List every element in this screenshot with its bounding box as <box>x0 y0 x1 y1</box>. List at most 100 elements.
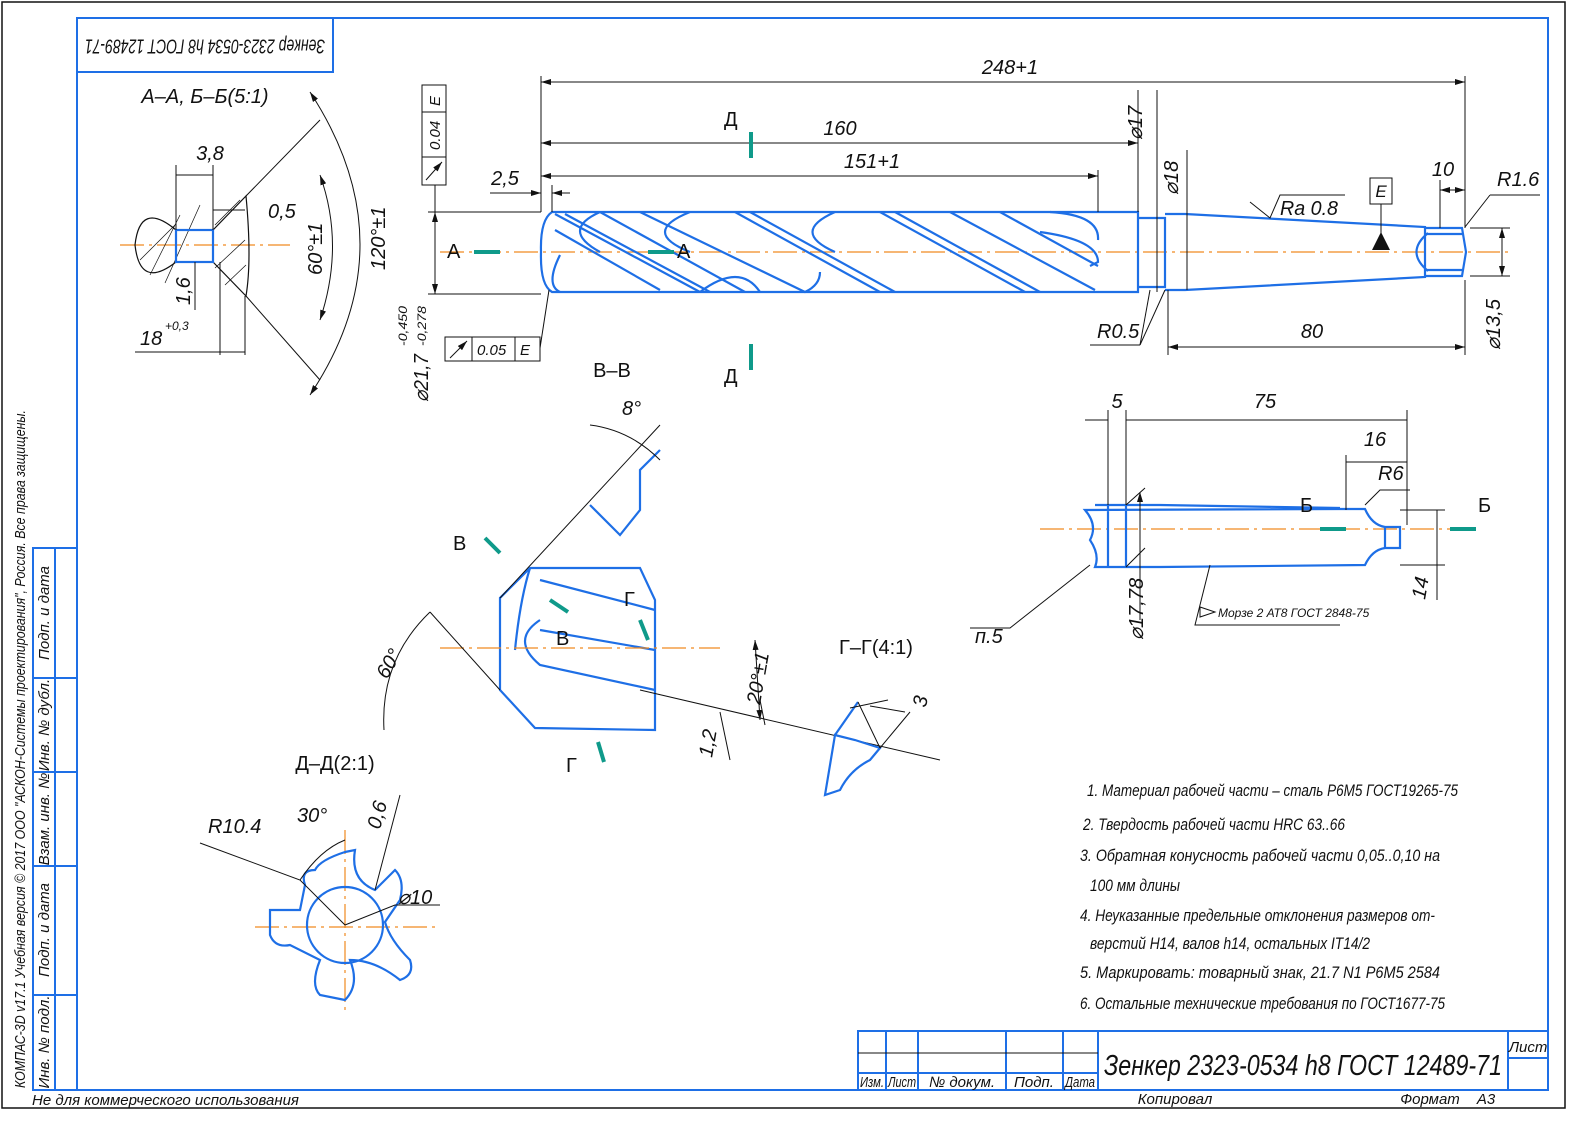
title-block: Изм. Лист № докум. Подп. Дата Зенкер 232… <box>857 1030 1549 1108</box>
dim-d217-upper: -0,450 <box>396 306 410 346</box>
section-gg-view: Г–Г(4:1) 3 <box>823 637 933 797</box>
svg-text:Дата: Дата <box>1063 1074 1095 1091</box>
svg-text:3,8: 3,8 <box>196 143 224 165</box>
svg-text:⌀10: ⌀10 <box>398 887 432 909</box>
svg-text:п.5: п.5 <box>975 626 1004 648</box>
svg-text:Г: Г <box>566 755 577 777</box>
copyright-notice: КОМПАС-3D v17.1 Учебная версия © 2017 ОО… <box>12 410 29 1088</box>
svg-text:20°±1: 20°±1 <box>743 650 774 706</box>
svg-text:Д–Д(2:1): Д–Д(2:1) <box>295 753 374 775</box>
svg-text:100 мм длины: 100 мм длины <box>1090 876 1180 895</box>
svg-text:Д: Д <box>724 109 738 131</box>
svg-text:R6: R6 <box>1378 463 1404 485</box>
dim-r05: R0.5 <box>1097 321 1140 343</box>
dim-flute-length: 151+1 <box>844 151 900 173</box>
svg-text:+0,3: +0,3 <box>165 319 189 333</box>
svg-text:0.04: 0.04 <box>427 121 444 150</box>
svg-text:Д: Д <box>724 366 738 388</box>
svg-text:Формат: Формат <box>1400 1091 1460 1108</box>
section-aa-view: А–А, Б–Б(5:1) 3,8 0,5 60°±1 120°±1 1,6 1… <box>120 86 390 396</box>
shank-view: 5 75 16 R6 ⌀17,78 14 Б Б п.5 Морзе 2 АТ8… <box>970 391 1491 648</box>
svg-text:5. Маркировать: товарный знак,: 5. Маркировать: товарный знак, 21.7 N1 Р… <box>1080 963 1440 982</box>
svg-text:Лист: Лист <box>887 1074 916 1091</box>
svg-text:Лист: Лист <box>1508 1039 1548 1056</box>
dim-d135: ⌀13,5 <box>1483 298 1505 350</box>
svg-text:Взам. инв. №: Взам. инв. № <box>36 773 53 866</box>
svg-text:Морзе 2 АТ8 ГОСТ 2848-75: Морзе 2 АТ8 ГОСТ 2848-75 <box>1218 606 1370 620</box>
dim-d217: ⌀21,7 <box>411 353 433 402</box>
dim-r16: R1.6 <box>1497 169 1540 191</box>
stamp-text: Зенкер 2323-0534 h8 ГОСТ 12489-71 <box>85 35 325 57</box>
svg-text:E: E <box>520 342 531 359</box>
svg-text:В: В <box>453 533 466 555</box>
svg-text:В: В <box>556 628 569 650</box>
section-aa-title: А–А, Б–Б(5:1) <box>140 86 268 108</box>
svg-text:Изм.: Изм. <box>860 1074 884 1091</box>
dim-d217-lower: -0,278 <box>415 306 429 346</box>
svg-text:верстий H14, валов h14, осталь: верстий H14, валов h14, остальных IT14/2 <box>1090 934 1370 953</box>
svg-text:1. Материал рабочей части – ст: 1. Материал рабочей части – сталь Р6М5 Г… <box>1087 781 1458 800</box>
svg-text:Подп. и дата: Подп. и дата <box>36 566 53 660</box>
shank <box>1165 212 1427 292</box>
svg-text:Б: Б <box>1478 495 1491 517</box>
svg-text:14: 14 <box>1408 575 1434 601</box>
datum-label: E <box>1375 182 1387 201</box>
svg-text:А: А <box>677 241 691 263</box>
svg-text:30°: 30° <box>297 805 327 827</box>
section-vv-view: 8° 60° 20°±1 1,2 В В Г Г <box>372 398 941 777</box>
svg-text:4. Неуказанные предельные откл: 4. Неуказанные предельные отклонения раз… <box>1080 906 1435 925</box>
svg-text:Г–Г(4:1): Г–Г(4:1) <box>839 637 913 659</box>
svg-text:75: 75 <box>1254 391 1277 413</box>
svg-text:2. Твердость рабочей части HRC: 2. Твердость рабочей части HRC 63..66 <box>1082 815 1345 834</box>
svg-text:0,6: 0,6 <box>364 798 393 831</box>
inverted-stamp: Зенкер 2323-0534 h8 ГОСТ 12489-71 <box>76 17 334 73</box>
side-strip: Инв. № подл. Подп. и дата Взам. инв. № И… <box>12 410 78 1091</box>
section-vv-label: В–В <box>593 360 631 382</box>
svg-text:А: А <box>447 241 461 263</box>
dim-overall-length: 248+1 <box>981 57 1038 79</box>
drawing-title: Зенкер 2323-0534 h8 ГОСТ 12489-71 <box>1104 1050 1502 1082</box>
svg-text:Г: Г <box>624 589 635 611</box>
svg-text:R10.4: R10.4 <box>208 816 261 838</box>
svg-text:1,2: 1,2 <box>695 728 721 759</box>
technical-notes: 1. Материал рабочей части – сталь Р6М5 Г… <box>1080 781 1458 1013</box>
tolerance-frame-2: 0.05 E <box>444 336 541 362</box>
svg-text:60°: 60° <box>372 645 406 682</box>
working-part <box>539 210 1140 294</box>
svg-text:5: 5 <box>1111 391 1123 413</box>
svg-text:16: 16 <box>1364 429 1387 451</box>
dim-d18: ⌀18 <box>1161 161 1183 195</box>
svg-text:18: 18 <box>140 328 162 350</box>
dim-d17: ⌀17 <box>1125 105 1147 140</box>
svg-text:60°±1: 60°±1 <box>305 223 327 275</box>
svg-text:Подп.: Подп. <box>1014 1074 1054 1091</box>
svg-text:0,5: 0,5 <box>268 201 297 223</box>
main-view: E 248+1 160 151+1 2,5 ⌀17 ⌀18 10 R1.6 Ra… <box>396 57 1540 402</box>
roughness-ra: Ra 0.8 <box>1280 198 1338 220</box>
svg-text:Б: Б <box>1300 495 1313 517</box>
tolerance-frame-1: 0.04 E <box>421 84 447 186</box>
svg-text:6. Остальные технические требо: 6. Остальные технические требования по Г… <box>1080 994 1445 1013</box>
svg-text:Инв. № подл.: Инв. № подл. <box>36 995 53 1088</box>
svg-text:E: E <box>427 95 444 106</box>
tang <box>1415 226 1468 278</box>
dim-chamfer: 2,5 <box>490 168 520 190</box>
svg-text:1,6: 1,6 <box>173 276 195 305</box>
flutes <box>551 210 1100 294</box>
svg-text:Подп. и дата: Подп. и дата <box>36 883 53 977</box>
svg-text:№ докум.: № докум. <box>929 1074 995 1091</box>
noncommercial-notice: Не для коммерческого использования <box>32 1092 299 1109</box>
svg-text:⌀17,78: ⌀17,78 <box>1126 578 1148 640</box>
inner-frame <box>76 17 1549 1091</box>
dim-shank: 80 <box>1301 321 1323 343</box>
svg-text:120°±1: 120°±1 <box>368 207 390 270</box>
svg-text:3: 3 <box>909 694 933 709</box>
dim-body-length: 160 <box>823 118 856 140</box>
svg-text:0.05: 0.05 <box>477 342 507 359</box>
svg-text:8°: 8° <box>622 398 641 420</box>
svg-text:Инв. № дубл.: Инв. № дубл. <box>36 679 53 771</box>
svg-text:А3: А3 <box>1476 1091 1496 1108</box>
outer-frame <box>1 1 1566 1109</box>
svg-text:Копировал: Копировал <box>1138 1091 1213 1108</box>
